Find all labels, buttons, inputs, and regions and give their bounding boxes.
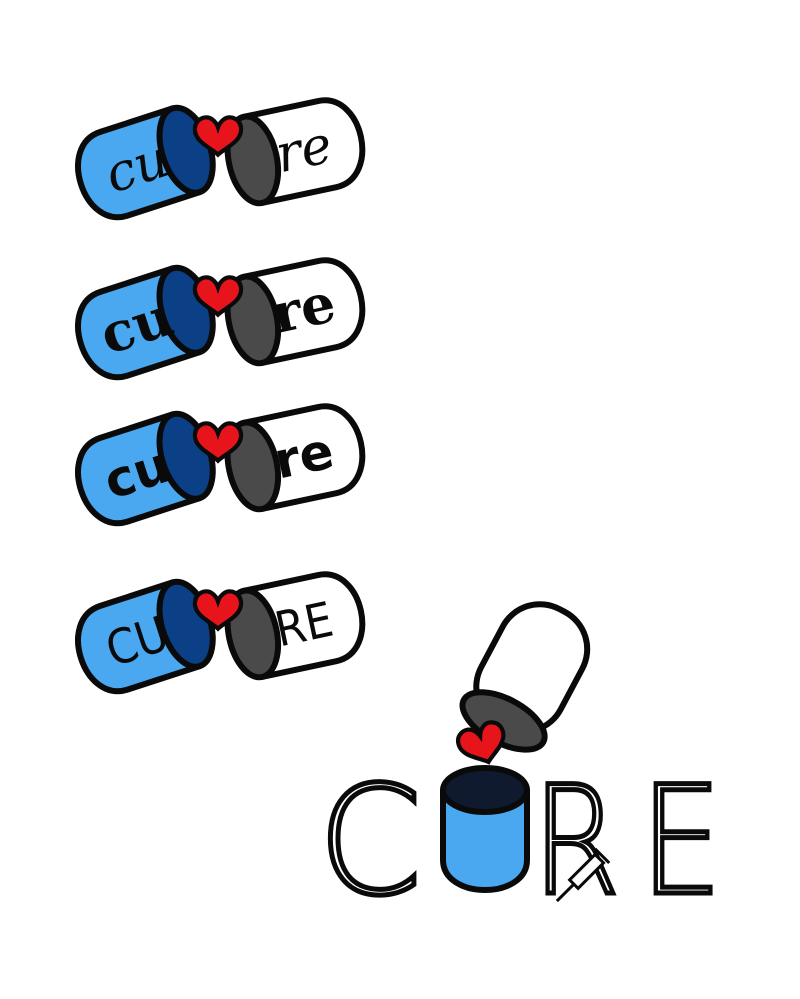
- pill-right-half: re: [224, 97, 366, 207]
- letter-c: C: [318, 755, 422, 929]
- pill-right-half: RE: [224, 571, 366, 681]
- pill-left-half: cu: [75, 104, 216, 221]
- pill-right-text: re: [269, 422, 338, 491]
- pill-right-half: re: [224, 257, 366, 367]
- svg-text:R: R: [532, 755, 620, 929]
- pill-right-text: re: [270, 115, 337, 185]
- pill-right-half: re: [224, 403, 366, 513]
- main-cure-logo: C R E: [316, 601, 725, 932]
- letter-r: R: [530, 753, 623, 932]
- pill-left-half: cu: [75, 410, 216, 527]
- pill-canister-icon: [440, 765, 530, 893]
- pill-right-text: RE: [270, 592, 338, 659]
- heart-icon: [455, 719, 510, 769]
- letter-e: E: [640, 755, 722, 929]
- pill-left-half: CU: [75, 578, 216, 695]
- pill-capsule-icon: [459, 601, 591, 753]
- syringe-icon: [555, 847, 611, 903]
- pill-right-text: re: [266, 270, 341, 346]
- pill-logo: CU RE: [75, 571, 366, 695]
